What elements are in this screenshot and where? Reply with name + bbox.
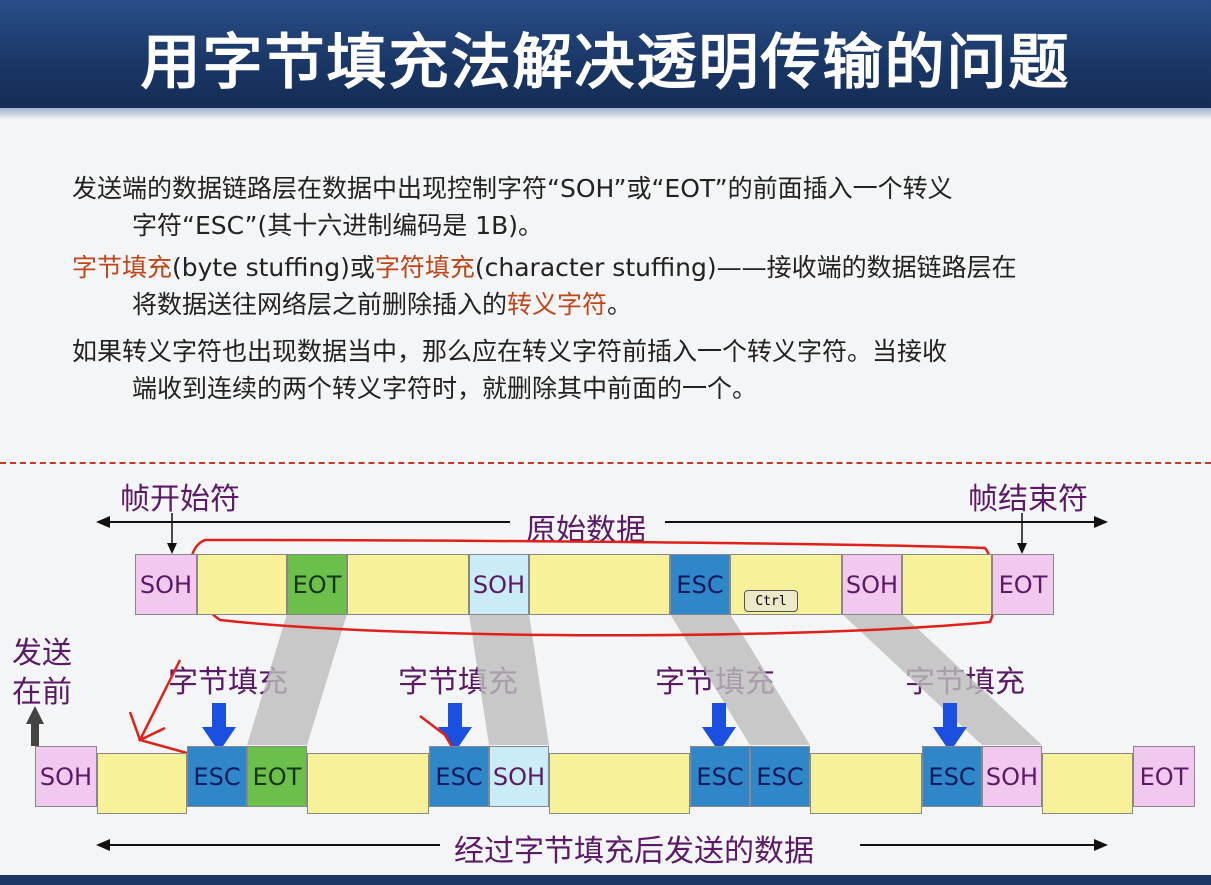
shift-band-eot	[247, 614, 347, 745]
bottom-box-esc-1: ESC	[187, 746, 247, 807]
stuffing-arrow-2-head	[438, 727, 472, 752]
bottom-box-esc-5: ESC	[922, 746, 982, 807]
frame-end-label: 帧结束符	[968, 482, 1088, 517]
stuffed-data-arrowhead-right	[1094, 839, 1108, 851]
send-first-arrow-shaft	[31, 722, 39, 746]
shift-band-esc	[670, 614, 810, 745]
stuffing-arrow-2-shaft	[448, 703, 462, 729]
annotation-original-data-circle	[189, 538, 997, 637]
top-box-esc-in-data: ESC	[670, 554, 730, 615]
top-box-data-1	[197, 554, 287, 615]
top-box-data-3	[529, 554, 670, 615]
paragraph-2: 字节填充(byte stuffing)或字符填充(character stuff…	[72, 249, 1152, 323]
stuffed-data-arrowhead-left	[96, 839, 110, 851]
shift-band-soh-1	[469, 614, 549, 745]
top-box-eot-in-data: EOT	[287, 554, 347, 615]
bottom-box-data-1	[97, 753, 187, 814]
stuffing-arrow-3-head	[702, 727, 736, 752]
paragraph-2-line-2: 将数据送往网络层之前删除插入的转义字符。	[72, 286, 1152, 323]
shift-band-soh-2	[842, 614, 1042, 745]
stuffing-arrow-1-head	[202, 727, 236, 752]
term-byte-stuffing: 字节填充	[72, 253, 173, 282]
annotation-arrow-1-head	[128, 711, 166, 742]
original-data-arrowhead-left	[96, 516, 110, 528]
paragraph-3-line-1: 如果转义字符也出现数据当中，那么应在转义字符前插入一个转义字符。当接收	[72, 337, 948, 366]
send-first-label-1: 发送	[12, 636, 72, 671]
top-box-soh-start: SOH	[135, 554, 197, 615]
paragraph-1: 发送端的数据链路层在数据中出现控制字符“SOH”或“EOT”的前面插入一个转义 …	[72, 170, 1152, 244]
bottom-box-eot-end: EOT	[1133, 746, 1195, 807]
ctrl-key-indicator: Ctrl	[744, 590, 798, 612]
paragraph-2-text-b: (character stuffing)——接收端的数据链路层在	[474, 253, 1017, 282]
frame-start-pointer-head	[167, 543, 177, 554]
stuffing-arrow-3-shaft	[712, 703, 726, 729]
paragraph-2-line-2-a: 将数据送往网络层之前删除插入的	[132, 290, 508, 319]
frame-start-label: 帧开始符	[120, 482, 240, 517]
paragraph-2-text-a: (byte stuffing)或	[172, 253, 375, 282]
bottom-box-soh-1: SOH	[489, 746, 549, 807]
stuffed-data-label: 经过字节填充后发送的数据	[448, 826, 820, 870]
term-escape-char: 转义字符	[507, 290, 608, 319]
bottom-box-data-3	[549, 753, 690, 814]
bottom-box-soh-start: SOH	[35, 746, 97, 807]
title-bar: 用字节填充法解决透明传输的问题	[0, 0, 1211, 120]
frame-end-pointer-head	[1017, 543, 1027, 554]
send-first-arrow-head	[26, 706, 44, 724]
top-box-eot-end: EOT	[992, 554, 1054, 615]
bottom-box-data-4	[810, 753, 922, 814]
bottom-bar	[0, 875, 1211, 885]
bottom-box-soh-2: SOH	[982, 746, 1042, 807]
paragraph-3-line-2: 端收到连续的两个转义字符时，就删除其中前面的一个。	[132, 374, 758, 403]
paragraph-2-line-2-b: 。	[607, 290, 633, 319]
term-character-stuffing: 字符填充	[374, 253, 475, 282]
original-data-arrowhead-right	[1094, 516, 1108, 528]
annotation-arrow-1	[138, 659, 206, 760]
top-box-data-5	[902, 554, 992, 615]
paragraph-1-line-1: 发送端的数据链路层在数据中出现控制字符“SOH”或“EOT”的前面插入一个转义	[72, 174, 953, 203]
top-box-soh-in-data-2: SOH	[842, 554, 902, 615]
top-box-soh-in-data: SOH	[469, 554, 529, 615]
stuffing-arrow-4-shaft	[943, 703, 957, 729]
bottom-box-data-5	[1042, 753, 1133, 814]
paragraph-1-line-2: 字符“ESC”(其十六进制编码是 1B)。	[132, 211, 543, 240]
bottom-box-esc-4: ESC	[750, 746, 810, 807]
page-title: 用字节填充法解决透明传输的问题	[140, 28, 1071, 98]
stuffing-arrow-1-shaft	[212, 703, 226, 729]
stuffing-arrow-4-head	[933, 727, 967, 752]
top-box-data-2	[347, 554, 469, 615]
bottom-box-data-2	[307, 753, 429, 814]
stuffing-arrows	[202, 703, 967, 752]
bottom-box-eot: EOT	[247, 746, 307, 807]
bottom-box-esc-3: ESC	[690, 746, 750, 807]
bottom-box-esc-2: ESC	[429, 746, 489, 807]
paragraph-3: 如果转义字符也出现数据当中，那么应在转义字符前插入一个转义字符。当接收 端收到连…	[72, 333, 1152, 407]
section-divider	[0, 462, 1211, 464]
send-first-label-2: 在前	[12, 675, 72, 710]
